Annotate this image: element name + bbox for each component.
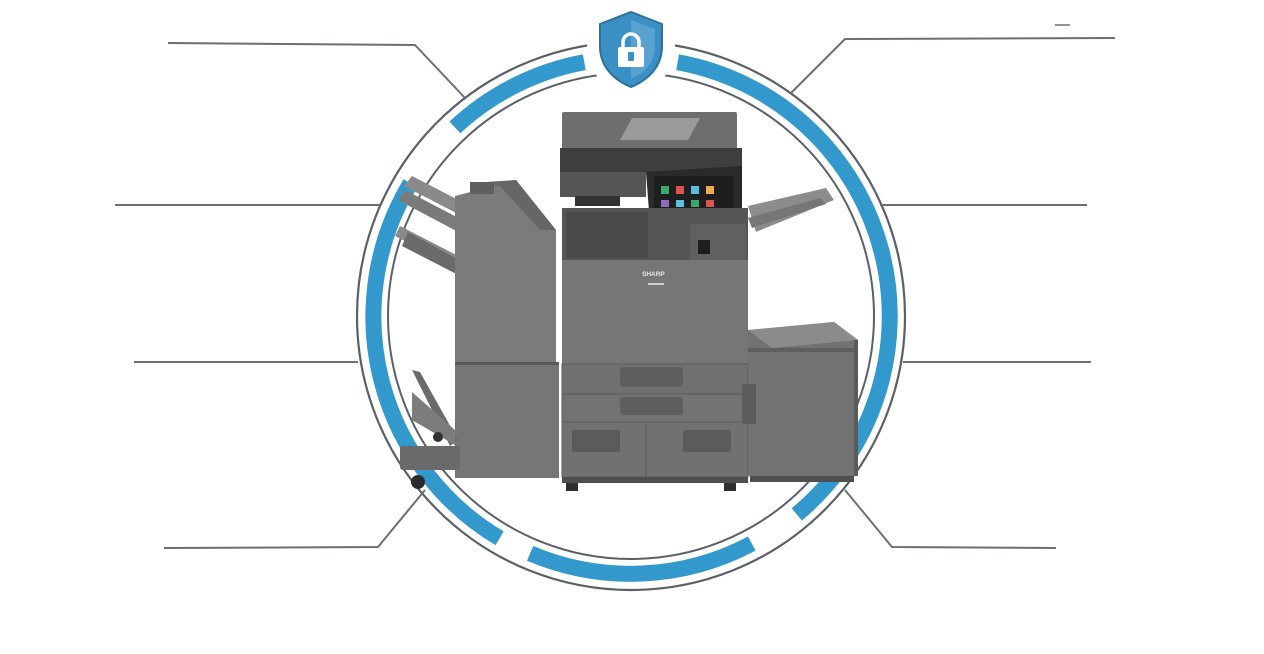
callout-line-bottom-right [844, 489, 1057, 549]
ring-segment-bottom [526, 536, 756, 582]
printer-illustration: SHARP [395, 112, 858, 491]
document-feeder [560, 112, 742, 206]
shield-lock-icon [587, 4, 675, 92]
ring-segment-top-left [449, 54, 586, 134]
callout-line-top-right [789, 37, 1116, 95]
callout-line-bottom-left [163, 489, 426, 549]
leader-lines [115, 24, 1116, 549]
callout-line-top-left [167, 42, 467, 100]
ring-segment-bottom-left [365, 179, 504, 546]
brand-logo: SHARP [642, 271, 665, 278]
exit-tray-right [748, 188, 834, 232]
finisher-unit [395, 176, 559, 489]
main-body: SHARP [561, 208, 749, 491]
large-capacity-tray [742, 322, 858, 482]
